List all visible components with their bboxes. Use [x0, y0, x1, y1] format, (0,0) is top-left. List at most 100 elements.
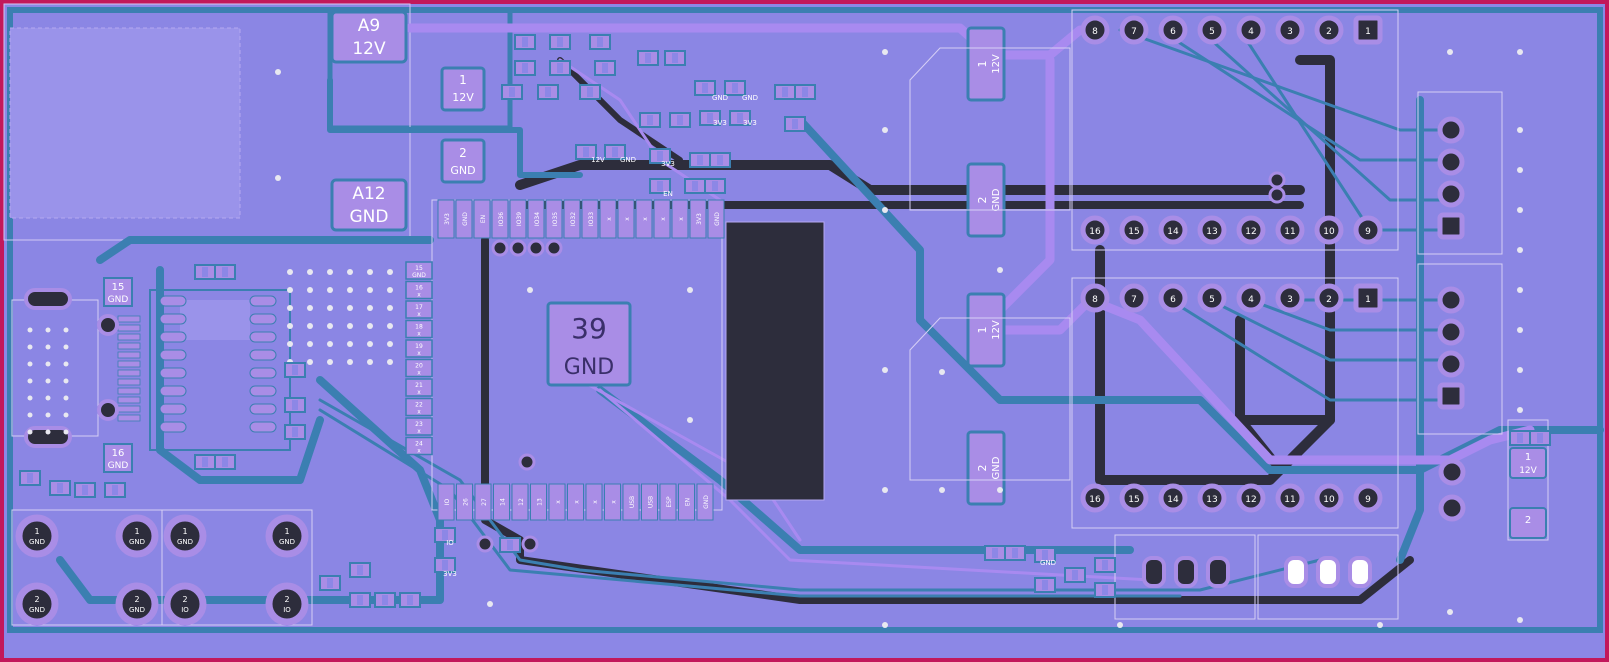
module-bottom-pad[interactable] — [530, 483, 547, 521]
module-bottom-pad[interactable] — [456, 483, 473, 521]
jst-pin-top[interactable] — [1284, 556, 1308, 588]
jst-pin[interactable] — [1174, 556, 1198, 588]
module-left-pad[interactable] — [405, 397, 433, 417]
header-pin[interactable] — [1119, 483, 1149, 513]
module-top-pad[interactable] — [455, 199, 473, 239]
header-pin-1[interactable] — [1353, 15, 1383, 45]
module-top-pad[interactable] — [617, 199, 635, 239]
vertical-pad-gnd[interactable] — [966, 162, 1006, 238]
module-bottom-pad[interactable] — [604, 483, 621, 521]
header-pin[interactable] — [1236, 283, 1266, 313]
terminal-pin[interactable] — [163, 582, 207, 626]
header-pin[interactable] — [1158, 15, 1188, 45]
header-pin[interactable] — [1275, 215, 1305, 245]
header-pin[interactable] — [1236, 215, 1266, 245]
header-pin[interactable] — [1314, 483, 1344, 513]
module-bottom-pad[interactable] — [585, 483, 603, 521]
side-pin[interactable] — [1437, 148, 1465, 176]
module-left-pad[interactable] — [405, 280, 433, 300]
pad-2-gnd[interactable] — [440, 138, 486, 184]
header-pin-1[interactable] — [1353, 283, 1383, 313]
header-pin[interactable] — [1314, 215, 1344, 245]
module-top-pad[interactable] — [563, 199, 581, 239]
terminal-pin[interactable] — [115, 514, 159, 558]
vertical-pad-12v[interactable] — [966, 292, 1006, 368]
module-top-pad[interactable] — [491, 199, 509, 239]
pad-39-gnd[interactable] — [546, 301, 632, 387]
header-pin[interactable] — [1080, 283, 1110, 313]
header-pin[interactable] — [1158, 215, 1188, 245]
module-left-pad[interactable] — [405, 378, 433, 397]
module-bottom-pad[interactable] — [622, 483, 640, 521]
header-pin[interactable] — [1275, 483, 1305, 513]
header-pin[interactable] — [1158, 483, 1188, 513]
module-left-pad[interactable] — [405, 417, 433, 436]
header-pin[interactable] — [1236, 483, 1266, 513]
header-pin[interactable] — [1197, 215, 1227, 245]
module-left-pad[interactable] — [405, 319, 433, 339]
module-top-pad[interactable] — [635, 199, 653, 239]
module-top-pad[interactable] — [527, 199, 545, 239]
header-pin[interactable] — [1353, 215, 1383, 245]
pad-a12-gnd[interactable] — [330, 178, 408, 232]
header-pin[interactable] — [1275, 283, 1305, 313]
module-top-pad[interactable] — [671, 199, 689, 239]
header-pin[interactable] — [1158, 283, 1188, 313]
module-top-pad[interactable] — [473, 199, 491, 239]
module-bottom-pad[interactable] — [641, 483, 658, 521]
header-pin[interactable] — [1119, 15, 1149, 45]
right-edge-connector[interactable] — [1438, 419, 1549, 541]
module-left-pad[interactable] — [405, 261, 433, 280]
header-pin[interactable] — [1353, 483, 1383, 513]
header-pin[interactable] — [1197, 483, 1227, 513]
module-left-pad[interactable] — [405, 300, 433, 319]
side-pin-square[interactable] — [1437, 212, 1465, 240]
header-pin[interactable] — [1080, 15, 1110, 45]
module-bottom-pad[interactable] — [696, 483, 714, 521]
module-bottom-pad[interactable] — [548, 483, 566, 521]
module-bottom-pad[interactable] — [567, 483, 584, 521]
module-bottom-pad[interactable] — [493, 483, 510, 521]
module-bottom-pad[interactable] — [511, 483, 529, 521]
module-left-pad[interactable] — [405, 436, 433, 456]
terminal-pin[interactable] — [15, 582, 59, 626]
side-pin[interactable] — [1437, 180, 1465, 208]
side-pin-square[interactable] — [1437, 382, 1465, 410]
terminal-pin[interactable] — [265, 582, 309, 626]
header-pin[interactable] — [1119, 215, 1149, 245]
side-pin[interactable] — [1437, 350, 1465, 378]
vertical-pad-gnd[interactable] — [966, 430, 1006, 506]
module-top-pad[interactable] — [599, 199, 617, 239]
module-bottom-pad[interactable] — [474, 483, 492, 521]
side-pin[interactable] — [1437, 318, 1465, 346]
module-left-pad[interactable] — [405, 339, 433, 358]
header-pin[interactable] — [1275, 15, 1305, 45]
module-bottom-pad[interactable] — [678, 483, 695, 521]
header-pin[interactable] — [1119, 283, 1149, 313]
side-pin[interactable] — [1437, 286, 1465, 314]
vertical-pad-12v[interactable] — [966, 26, 1006, 102]
module-top-pad[interactable] — [689, 199, 707, 239]
jst-pin-top[interactable] — [1316, 556, 1340, 588]
module-top-pad[interactable] — [653, 199, 671, 239]
module-top-pad[interactable] — [509, 199, 527, 239]
module-top-pad[interactable] — [437, 199, 455, 239]
module-top-pad[interactable] — [545, 199, 563, 239]
jst-pin[interactable] — [1206, 556, 1230, 588]
header-pin[interactable] — [1197, 283, 1227, 313]
module-top-pad[interactable] — [581, 199, 599, 239]
header-pin[interactable] — [1080, 483, 1110, 513]
terminal-pin[interactable] — [163, 514, 207, 558]
header-pin[interactable] — [1236, 15, 1266, 45]
jst-pin-top[interactable] — [1348, 556, 1372, 588]
module-top-pad[interactable] — [707, 199, 725, 239]
header-pin[interactable] — [1314, 283, 1344, 313]
header-pin[interactable] — [1197, 15, 1227, 45]
header-pin[interactable] — [1080, 215, 1110, 245]
module-left-pad[interactable] — [405, 358, 433, 378]
pad-1-12v[interactable] — [440, 66, 486, 112]
side-pin[interactable] — [1437, 116, 1465, 144]
terminal-pin[interactable] — [115, 582, 159, 626]
jst-pin[interactable] — [1142, 556, 1166, 588]
pad-15-gnd[interactable] — [103, 277, 133, 307]
